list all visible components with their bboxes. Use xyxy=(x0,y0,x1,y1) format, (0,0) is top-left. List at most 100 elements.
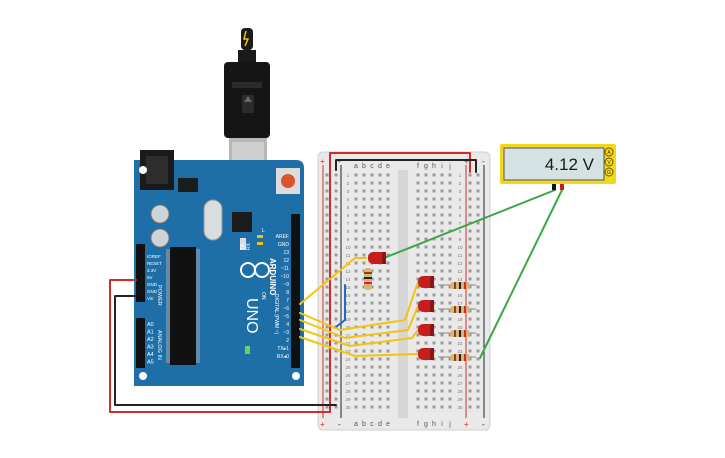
breadboard-hole[interactable] xyxy=(334,405,338,409)
breadboard-hole[interactable] xyxy=(476,205,480,209)
breadboard-hole[interactable] xyxy=(448,213,452,217)
breadboard-hole[interactable] xyxy=(448,197,452,201)
breadboard-hole[interactable] xyxy=(440,373,444,377)
breadboard-hole[interactable] xyxy=(440,181,444,185)
breadboard-hole[interactable] xyxy=(448,365,452,369)
breadboard-hole[interactable] xyxy=(416,373,420,377)
breadboard-hole[interactable] xyxy=(476,181,480,185)
breadboard-hole[interactable] xyxy=(468,397,472,401)
breadboard-hole[interactable] xyxy=(448,261,452,265)
breadboard-hole[interactable] xyxy=(468,389,472,393)
multimeter-port[interactable] xyxy=(604,147,614,157)
breadboard-hole[interactable] xyxy=(325,173,329,177)
breadboard-hole[interactable] xyxy=(370,397,374,401)
breadboard-hole[interactable] xyxy=(386,373,390,377)
breadboard-hole[interactable] xyxy=(362,301,366,305)
breadboard-hole[interactable] xyxy=(468,357,472,361)
breadboard-hole[interactable] xyxy=(362,389,366,393)
breadboard-hole[interactable] xyxy=(440,269,444,273)
breadboard-hole[interactable] xyxy=(354,245,358,249)
breadboard-hole[interactable] xyxy=(386,325,390,329)
breadboard-hole[interactable] xyxy=(370,181,374,185)
breadboard-hole[interactable] xyxy=(416,381,420,385)
breadboard-hole[interactable] xyxy=(370,205,374,209)
breadboard-hole[interactable] xyxy=(354,205,358,209)
breadboard-hole[interactable] xyxy=(440,253,444,257)
breadboard-hole[interactable] xyxy=(386,189,390,193)
breadboard-hole[interactable] xyxy=(468,237,472,241)
breadboard-hole[interactable] xyxy=(362,365,366,369)
breadboard-hole[interactable] xyxy=(424,229,428,233)
breadboard-hole[interactable] xyxy=(424,405,428,409)
breadboard-hole[interactable] xyxy=(440,173,444,177)
breadboard-hole[interactable] xyxy=(416,253,420,257)
breadboard-hole[interactable] xyxy=(370,365,374,369)
breadboard-hole[interactable] xyxy=(334,197,338,201)
breadboard-hole[interactable] xyxy=(476,341,480,345)
breadboard-hole[interactable] xyxy=(378,301,382,305)
reset-button-cap[interactable] xyxy=(281,174,295,188)
breadboard-hole[interactable] xyxy=(468,245,472,249)
breadboard-hole[interactable] xyxy=(325,317,329,321)
breadboard-hole[interactable] xyxy=(325,229,329,233)
breadboard-hole[interactable] xyxy=(334,213,338,217)
breadboard-hole[interactable] xyxy=(416,293,420,297)
breadboard-hole[interactable] xyxy=(325,397,329,401)
breadboard-hole[interactable] xyxy=(370,245,374,249)
breadboard-hole[interactable] xyxy=(386,245,390,249)
breadboard-hole[interactable] xyxy=(416,389,420,393)
breadboard-hole[interactable] xyxy=(325,181,329,185)
breadboard-hole[interactable] xyxy=(334,261,338,265)
breadboard-hole[interactable] xyxy=(468,205,472,209)
breadboard-hole[interactable] xyxy=(334,173,338,177)
breadboard-hole[interactable] xyxy=(416,173,420,177)
breadboard-hole[interactable] xyxy=(334,357,338,361)
breadboard-hole[interactable] xyxy=(424,261,428,265)
breadboard-hole[interactable] xyxy=(432,389,436,393)
breadboard-hole[interactable] xyxy=(378,325,382,329)
breadboard-hole[interactable] xyxy=(386,237,390,241)
arduino-uno-board[interactable]: L TX RX ARDUINO UNO ON AREFGND1312~11~10… xyxy=(134,150,304,386)
breadboard-hole[interactable] xyxy=(362,181,366,185)
breadboard-hole[interactable] xyxy=(440,205,444,209)
breadboard-hole[interactable] xyxy=(325,189,329,193)
breadboard-hole[interactable] xyxy=(370,197,374,201)
breadboard-hole[interactable] xyxy=(416,309,420,313)
breadboard-hole[interactable] xyxy=(476,325,480,329)
breadboard-hole[interactable] xyxy=(432,189,436,193)
breadboard-hole[interactable] xyxy=(378,349,382,353)
breadboard-hole[interactable] xyxy=(468,333,472,337)
breadboard-hole[interactable] xyxy=(476,261,480,265)
breadboard-hole[interactable] xyxy=(325,277,329,281)
breadboard-hole[interactable] xyxy=(432,269,436,273)
breadboard-hole[interactable] xyxy=(476,357,480,361)
breadboard-hole[interactable] xyxy=(378,389,382,393)
breadboard-hole[interactable] xyxy=(386,269,390,273)
breadboard-hole[interactable] xyxy=(448,189,452,193)
breadboard-hole[interactable] xyxy=(448,357,452,361)
breadboard-hole[interactable] xyxy=(476,365,480,369)
breadboard-hole[interactable] xyxy=(378,245,382,249)
breadboard-hole[interactable] xyxy=(432,365,436,369)
breadboard-hole[interactable] xyxy=(424,221,428,225)
breadboard-hole[interactable] xyxy=(432,221,436,225)
breadboard-hole[interactable] xyxy=(424,365,428,369)
breadboard-hole[interactable] xyxy=(440,189,444,193)
breadboard-hole[interactable] xyxy=(362,405,366,409)
breadboard-hole[interactable] xyxy=(354,269,358,273)
breadboard-hole[interactable] xyxy=(362,341,366,345)
breadboard-hole[interactable] xyxy=(334,237,338,241)
breadboard-hole[interactable] xyxy=(334,245,338,249)
breadboard-hole[interactable] xyxy=(440,317,444,321)
breadboard-hole[interactable] xyxy=(424,373,428,377)
breadboard-hole[interactable] xyxy=(378,293,382,297)
breadboard-hole[interactable] xyxy=(325,381,329,385)
breadboard-hole[interactable] xyxy=(432,253,436,257)
breadboard-hole[interactable] xyxy=(354,181,358,185)
breadboard-hole[interactable] xyxy=(448,293,452,297)
breadboard-hole[interactable] xyxy=(386,309,390,313)
breadboard-hole[interactable] xyxy=(386,221,390,225)
breadboard-hole[interactable] xyxy=(370,405,374,409)
breadboard-hole[interactable] xyxy=(468,349,472,353)
breadboard-hole[interactable] xyxy=(432,205,436,209)
